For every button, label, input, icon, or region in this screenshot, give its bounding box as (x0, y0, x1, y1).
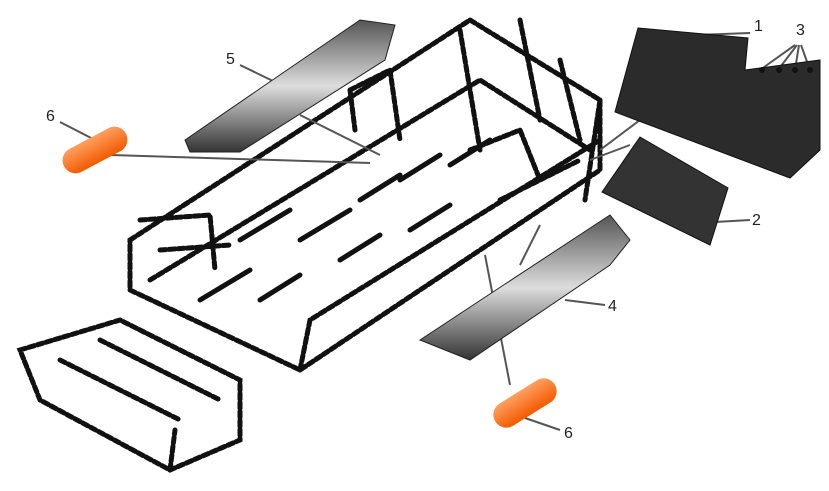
callout-1: 1 (754, 18, 763, 35)
callout-5: 5 (226, 51, 235, 68)
mudflap-large (614, 27, 821, 179)
side-skirt-left (184, 19, 396, 153)
trailer-frame (16, 17, 603, 473)
frame-slots (197, 137, 493, 303)
callout-6-right: 6 (564, 425, 573, 442)
callout-2: 2 (752, 212, 761, 229)
fasteners (759, 67, 813, 73)
callout-4: 4 (608, 298, 617, 315)
callout-3: 3 (796, 22, 805, 39)
leader-lines (59, 32, 811, 431)
side-skirt-right (418, 214, 631, 361)
callout-6-left: 6 (46, 108, 55, 125)
reflector-right (493, 378, 557, 428)
mudflap-small (601, 136, 729, 246)
reflector-left (62, 126, 128, 174)
